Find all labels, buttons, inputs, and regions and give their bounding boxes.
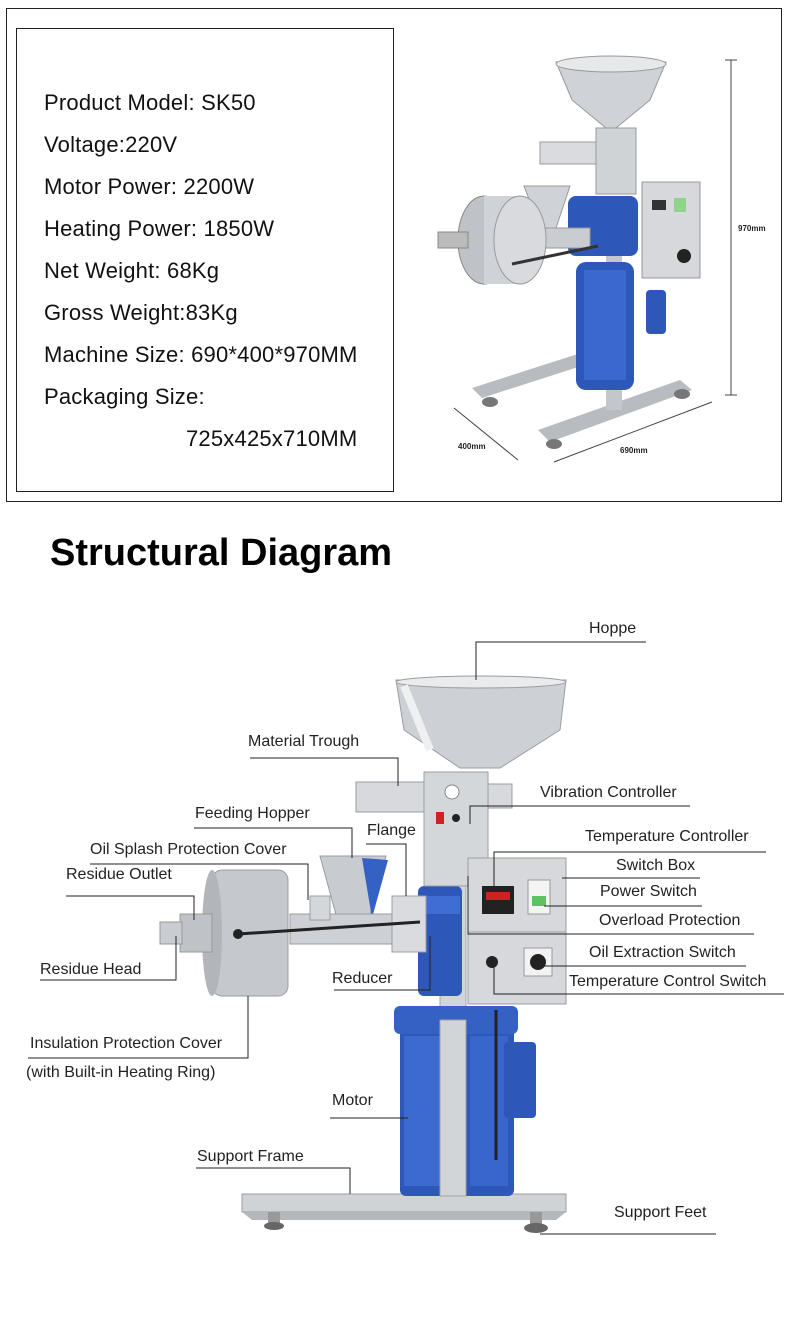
label-insulation-cover-note: (with Built-in Heating Ring) [26, 1064, 216, 1081]
label-overload-protection: Overload Protection [599, 912, 741, 929]
label-temperature-controller: Temperature Controller [585, 828, 749, 845]
dim-height-label: 970mm [738, 224, 766, 233]
label-reducer: Reducer [332, 970, 393, 987]
label-power-switch: Power Switch [600, 883, 697, 900]
label-residue-outlet: Residue Outlet [66, 866, 172, 883]
label-oil-splash-cover: Oil Splash Protection Cover [90, 841, 287, 858]
dim-depth-label: 400mm [458, 442, 486, 451]
label-temperature-control-switch: Temperature Control Switch [569, 973, 767, 990]
label-support-frame: Support Frame [197, 1148, 304, 1165]
spec-net-weight: Net Weight: 68Kg [44, 258, 220, 283]
spec-box [16, 28, 394, 492]
label-switch-box: Switch Box [616, 857, 696, 874]
spec-machine-size: Machine Size: 690*400*970MM [44, 342, 358, 367]
spec-gross-weight: Gross Weight:83Kg [44, 300, 238, 325]
spec-voltage: Voltage:220V [44, 132, 178, 157]
label-material-trough: Material Trough [248, 733, 360, 750]
label-insulation-cover: Insulation Protection Cover [30, 1035, 223, 1052]
label-oil-extraction-switch: Oil Extraction Switch [589, 944, 736, 961]
spec-model: Product Model: SK50 [44, 90, 256, 115]
label-motor: Motor [332, 1092, 373, 1109]
machine-illustration-top [437, 55, 737, 463]
spec-packaging-label: Packaging Size: [44, 384, 205, 409]
spec-motor-power: Motor Power: 2200W [44, 174, 255, 199]
label-support-feet: Support Feet [614, 1204, 707, 1221]
spec-heating-power: Heating Power: 1850W [44, 216, 275, 241]
spec-packaging-value: 725x425x710MM [186, 426, 358, 451]
label-vibration-controller: Vibration Controller [540, 784, 677, 801]
label-feeding-hopper: Feeding Hopper [195, 805, 310, 822]
dim-width-label: 690mm [620, 446, 648, 455]
structural-diagram [28, 641, 784, 1235]
label-residue-head: Residue Head [40, 961, 142, 978]
label-hoppe: Hoppe [589, 620, 637, 637]
section-title: Structural Diagram [50, 532, 393, 574]
label-flange: Flange [367, 822, 416, 839]
